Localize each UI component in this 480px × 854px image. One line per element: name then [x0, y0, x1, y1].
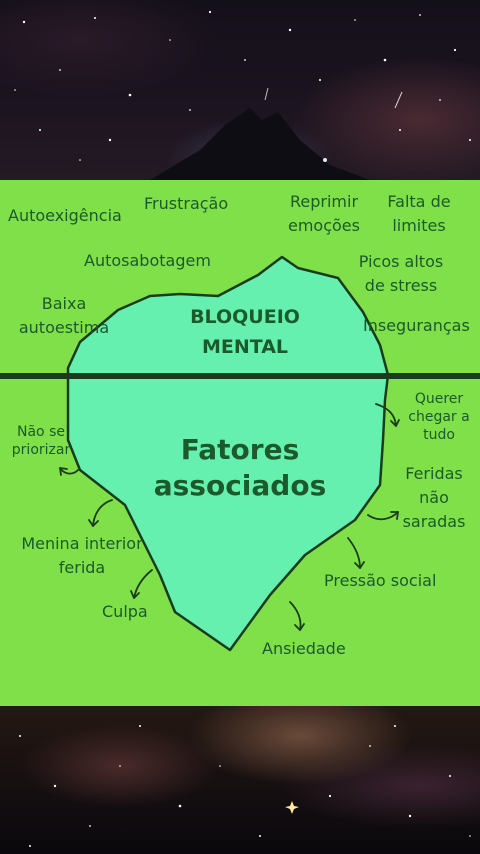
above-title-line1: BLOQUEIO	[190, 306, 300, 328]
label-culpa: Culpa	[102, 602, 148, 621]
label-ansiedade: Ansiedade	[262, 639, 346, 658]
label-autoexigencia: Autoexigência	[8, 206, 122, 225]
label-picos-stress: Picos altos de stress	[358, 252, 444, 295]
label-feridas-nao-saradas: Feridas não saradas	[402, 464, 466, 531]
iceberg-above-title: BLOQUEIO MENTAL	[170, 302, 320, 362]
water-line	[0, 373, 480, 379]
mountain-silhouette	[150, 108, 370, 180]
label-menina-interior-ferida: Menina interior ferida	[21, 534, 143, 577]
below-title-line2: associados	[153, 469, 327, 502]
label-frustracao: Frustração	[144, 194, 229, 213]
space-top-photo	[0, 0, 480, 180]
sparkle-icon	[285, 801, 299, 814]
below-title-line1: Fatores	[180, 433, 300, 466]
label-nao-se-priorizar: Não se priorizar	[11, 424, 71, 458]
label-reprimir-emocoes: Reprimir emoções	[288, 192, 360, 235]
label-pressao-social: Pressão social	[324, 571, 437, 590]
label-insegurancas: Inseguranças	[363, 316, 470, 335]
space-bottom-photo	[0, 706, 480, 854]
stars-top	[14, 10, 471, 180]
iceberg-below-title: Fatores associados	[140, 432, 340, 504]
above-title-line2: MENTAL	[201, 336, 289, 358]
label-baixa-autoestima: Baixa autoestima	[18, 294, 110, 337]
stars-bottom	[19, 725, 471, 847]
label-querer-chegar-tudo: Querer chegar a tudo	[408, 391, 470, 443]
label-falta-limites: Falta de limites	[387, 192, 451, 235]
label-autosabotagem: Autosabotagem	[84, 251, 211, 270]
